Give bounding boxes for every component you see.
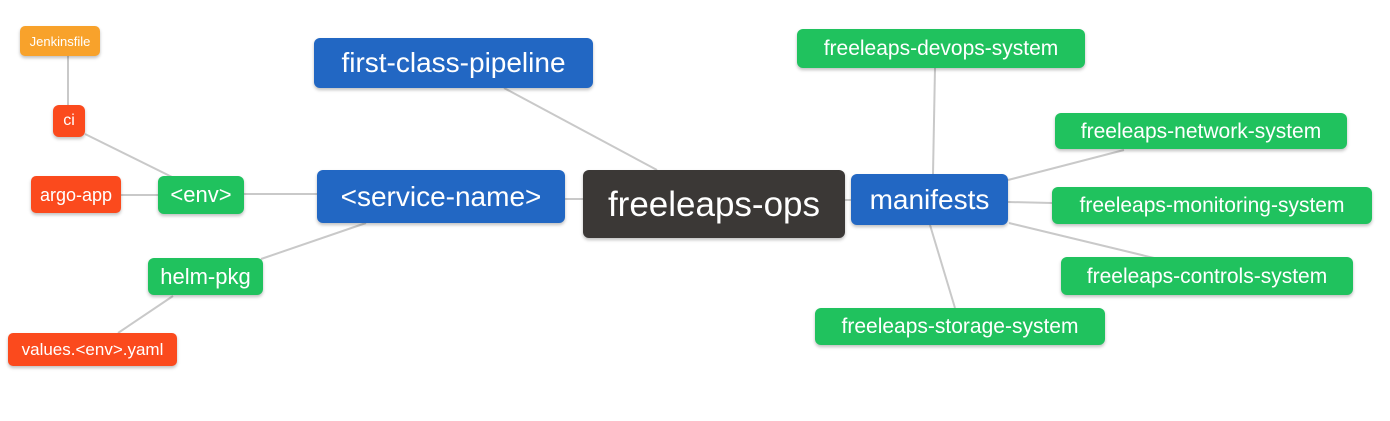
node-freeleaps-monitoring-system[interactable]: freeleaps-monitoring-system <box>1052 187 1372 224</box>
node-freeleaps-controls-system[interactable]: freeleaps-controls-system <box>1061 257 1353 295</box>
node-manifests[interactable]: manifests <box>851 174 1008 225</box>
node-ci[interactable]: ci <box>53 105 85 137</box>
edge-pipeline-root <box>503 87 658 171</box>
node-jenkinsfile[interactable]: Jenkinsfile <box>20 26 100 56</box>
edge-ci-env <box>84 133 173 178</box>
edge-helm-pkg-service-name <box>260 222 367 260</box>
node-helm-pkg[interactable]: helm-pkg <box>148 258 263 295</box>
node-freeleaps-devops-system[interactable]: freeleaps-devops-system <box>797 29 1085 68</box>
node-freeleaps-network-system[interactable]: freeleaps-network-system <box>1055 113 1347 149</box>
node-freeleaps-ops-root[interactable]: freeleaps-ops <box>583 170 845 238</box>
node-argo-app[interactable]: argo-app <box>31 176 121 213</box>
node-freeleaps-storage-system[interactable]: freeleaps-storage-system <box>815 308 1105 345</box>
node-env[interactable]: <env> <box>158 176 244 214</box>
edge-manifests-devops <box>932 67 936 175</box>
edge-values-helm-pkg <box>117 295 174 334</box>
edge-manifests-controls <box>1008 222 1155 259</box>
node-values-env-yaml[interactable]: values.<env>.yaml <box>8 333 177 366</box>
node-first-class-pipeline[interactable]: first-class-pipeline <box>314 38 593 88</box>
edge-manifests-network <box>1007 149 1125 181</box>
edge-manifests-storage <box>929 224 956 309</box>
edge-manifests-monitoring <box>1007 201 1053 204</box>
node-service-name[interactable]: <service-name> <box>317 170 565 223</box>
